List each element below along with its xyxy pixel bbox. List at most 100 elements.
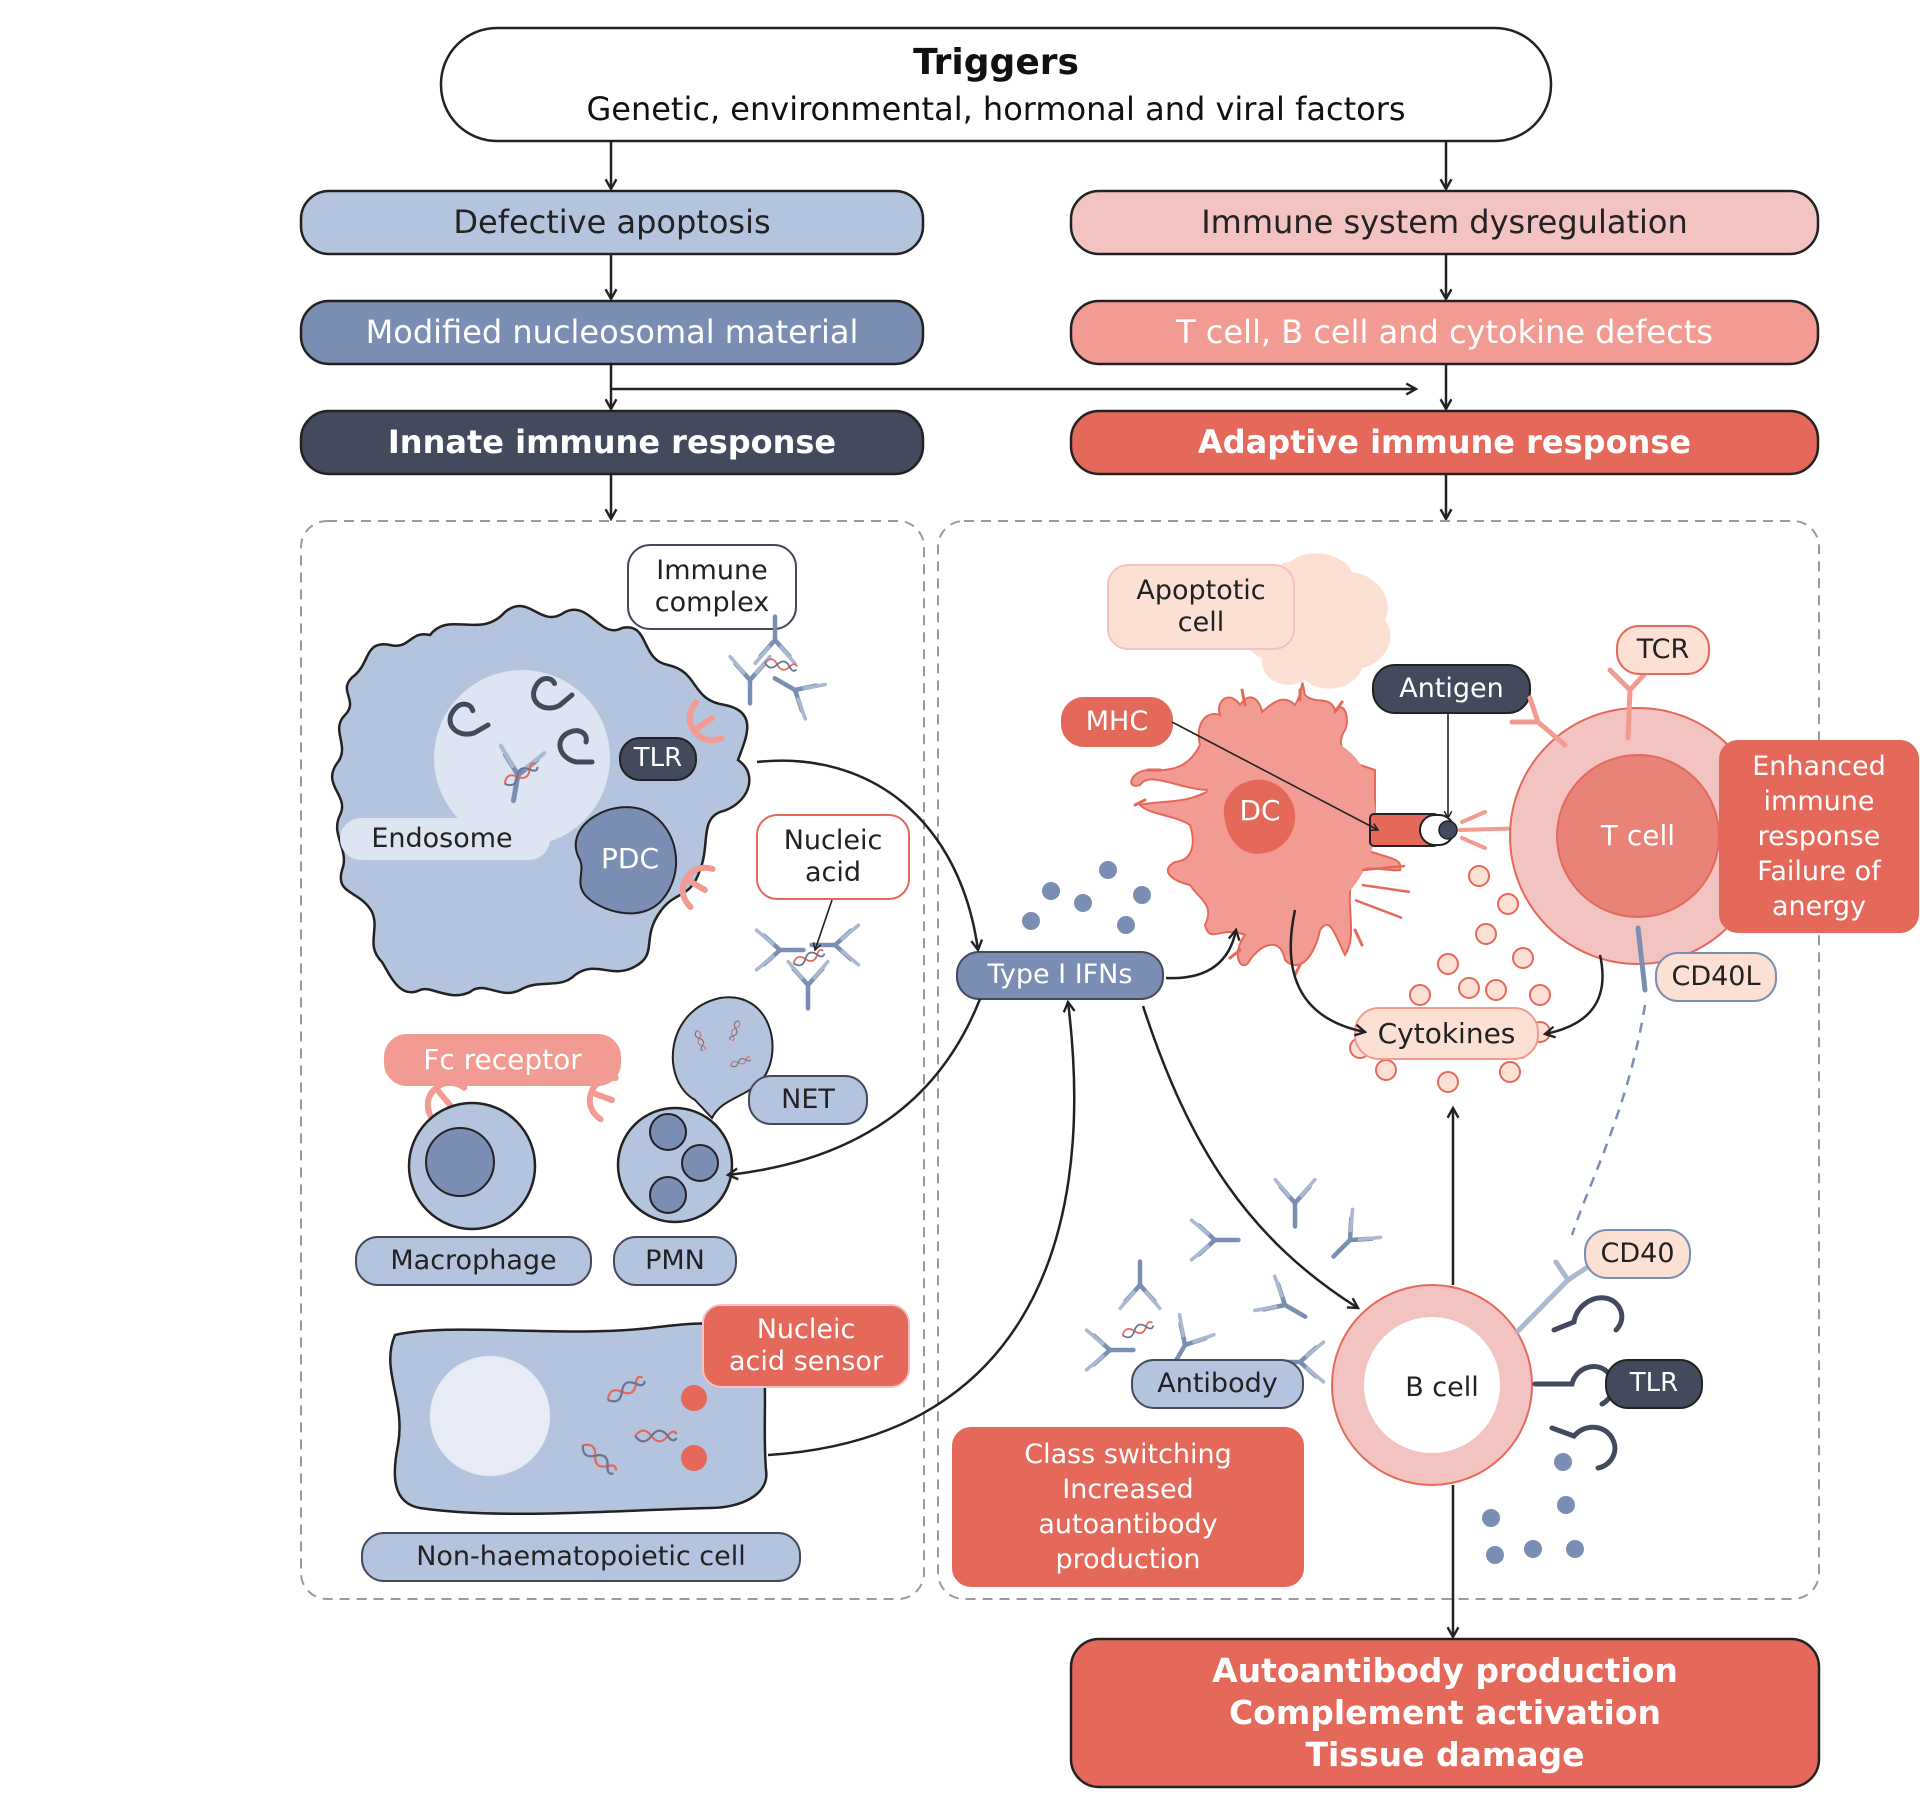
nucleic-acid-tag [756, 814, 910, 900]
net-label: NET [749, 1076, 867, 1124]
sensor-line-1: Nucleic [756, 1313, 856, 1345]
non-haem-text: Non-haematopoietic cell [416, 1540, 746, 1572]
b-tlr-tag [1605, 1359, 1703, 1409]
pmn-nucleus [649, 1113, 719, 1214]
cell-defects-text: T cell, B cell and cytokine defects [1176, 313, 1713, 352]
type1-ifns-label: Type I IFNs [957, 952, 1163, 999]
macrophage-text: Macrophage [390, 1244, 557, 1276]
dc-text: DC [1239, 794, 1281, 828]
sensor-dot-1 [681, 1385, 707, 1411]
immune-complex-line-2: complex [654, 587, 770, 618]
t-cell-label: T cell [1568, 810, 1708, 862]
nucleic-acid-label: Nucleic acid [757, 815, 909, 899]
enhanced-line-4: Failure of [1757, 856, 1881, 888]
dc-label: DC [1222, 786, 1298, 836]
enhanced-line-2: immune [1763, 785, 1875, 817]
outcome-box [1069, 1637, 1821, 1789]
innate-panel [300, 520, 925, 1600]
outcome-line-3: Tissue damage [1305, 1734, 1585, 1774]
b-tlr-label: TLR [1606, 1360, 1702, 1408]
mhc-label: MHC [1062, 698, 1172, 746]
mhc-text: MHC [1085, 705, 1149, 737]
class-line-3: autoantibody [1038, 1509, 1218, 1540]
triggers-text: Triggers Genetic, environmental, hormona… [441, 28, 1551, 141]
triggers-title: Triggers [913, 41, 1079, 83]
tcr-text: TCR [1636, 633, 1690, 665]
antigen-dot [1438, 820, 1458, 840]
adaptive-response-text: Adaptive immune response [1197, 423, 1692, 462]
cd40l-tag [1655, 952, 1777, 1002]
immune-dysregulation-label: Immune system dysregulation [1071, 191, 1818, 254]
triggers-box [439, 26, 1553, 143]
endosome-text: Endosome [371, 822, 513, 854]
nucleic-acid-sensor-label: Nucleic acid sensor [703, 1305, 909, 1387]
ifn-dots [1022, 861, 1151, 934]
antibody-text: Antibody [1157, 1367, 1278, 1399]
adaptive-response-label: Adaptive immune response [1071, 411, 1818, 474]
pmn-label: PMN [614, 1237, 736, 1285]
dc-processes [1133, 688, 1364, 977]
antigen-text: Antigen [1399, 672, 1504, 704]
class-line-1: Class switching [1024, 1438, 1232, 1470]
outcome-label: Autoantibody production Complement activ… [1071, 1639, 1819, 1787]
dc-extra-processes [1354, 864, 1411, 920]
fc-receptor-label: Fc receptor [385, 1035, 620, 1085]
macrophage-nucleus [425, 1127, 495, 1197]
enhanced-line-1: Enhanced [1752, 750, 1886, 782]
dc-nucleus [1223, 779, 1296, 854]
cd40l-text: CD40L [1671, 960, 1761, 992]
nucleic-acid-line-2: acid [804, 857, 862, 888]
cd40-receptor [1514, 1259, 1589, 1335]
mhc-pointer [1171, 721, 1378, 830]
nucleic-acid-sensor-tag [702, 1304, 910, 1388]
interaction-arrows [728, 759, 1604, 1637]
cell-defects-label: T cell, B cell and cytokine defects [1071, 301, 1818, 364]
endosome-circle [434, 670, 610, 846]
net-bubble [671, 996, 774, 1120]
enhanced-response-label: Enhanced immune response Failure of aner… [1720, 741, 1918, 932]
sensor-dot-2 [681, 1445, 707, 1471]
innate-response-label: Innate immune response [301, 411, 923, 474]
enhanced-line-3: response [1757, 820, 1881, 852]
class-switching-label: Class switching Increased autoantibody p… [953, 1428, 1303, 1586]
immune-complex-tag [627, 544, 797, 630]
macrophage-tag [355, 1236, 592, 1286]
modified-nucleosomal-label: Modified nucleosomal material [301, 301, 923, 364]
cytokines-text: Cytokines [1377, 1016, 1516, 1050]
fc-receptor-text: Fc receptor [423, 1043, 582, 1077]
enhanced-response-tag [1719, 740, 1919, 933]
fc-receptor-tag [384, 1034, 621, 1086]
class-line-4: production [1055, 1544, 1201, 1576]
adaptive-panel [937, 520, 1820, 1600]
tcr-top-2 [1509, 695, 1568, 748]
endosome-label: Endosome [342, 818, 542, 860]
apoptotic-cell-label: Apoptotic cell [1108, 565, 1294, 649]
pmn-tag [613, 1236, 737, 1286]
outcome-line-1: Autoantibody production [1212, 1651, 1678, 1691]
flow-arrows [611, 141, 1446, 519]
cd40-text: CD40 [1600, 1237, 1675, 1269]
immune-complex-label: Immune complex [628, 545, 796, 629]
immune-complex-line-1: Immune [656, 554, 768, 586]
pdc-label: PDC [580, 830, 680, 888]
tcr-label: TCR [1617, 626, 1709, 674]
antibody-tag [1131, 1359, 1304, 1409]
antigen-label: Antigen [1373, 665, 1530, 713]
apoptotic-cell-tag [1107, 564, 1295, 650]
apoptotic-line-1: Apoptotic [1136, 574, 1266, 606]
net-tag [748, 1075, 868, 1125]
triggers-subtitle: Genetic, environmental, hormonal and vir… [586, 89, 1406, 128]
class-line-2: Increased [1062, 1473, 1194, 1505]
b-cell-text: B cell [1405, 1371, 1479, 1403]
b-cell-nucleus [1364, 1317, 1500, 1453]
t-cell-text: T cell [1600, 819, 1676, 853]
immune-dysregulation-text: Immune system dysregulation [1201, 203, 1688, 242]
type1-ifns-tag [956, 951, 1164, 1000]
defective-apoptosis-text: Defective apoptosis [453, 203, 771, 242]
pmn-text: PMN [645, 1244, 705, 1276]
innate-response-text: Innate immune response [387, 423, 837, 462]
cytokines-label: Cytokines [1355, 1008, 1538, 1059]
endosome-tag [342, 818, 542, 860]
b-cell-ifn-dots [1482, 1453, 1584, 1564]
